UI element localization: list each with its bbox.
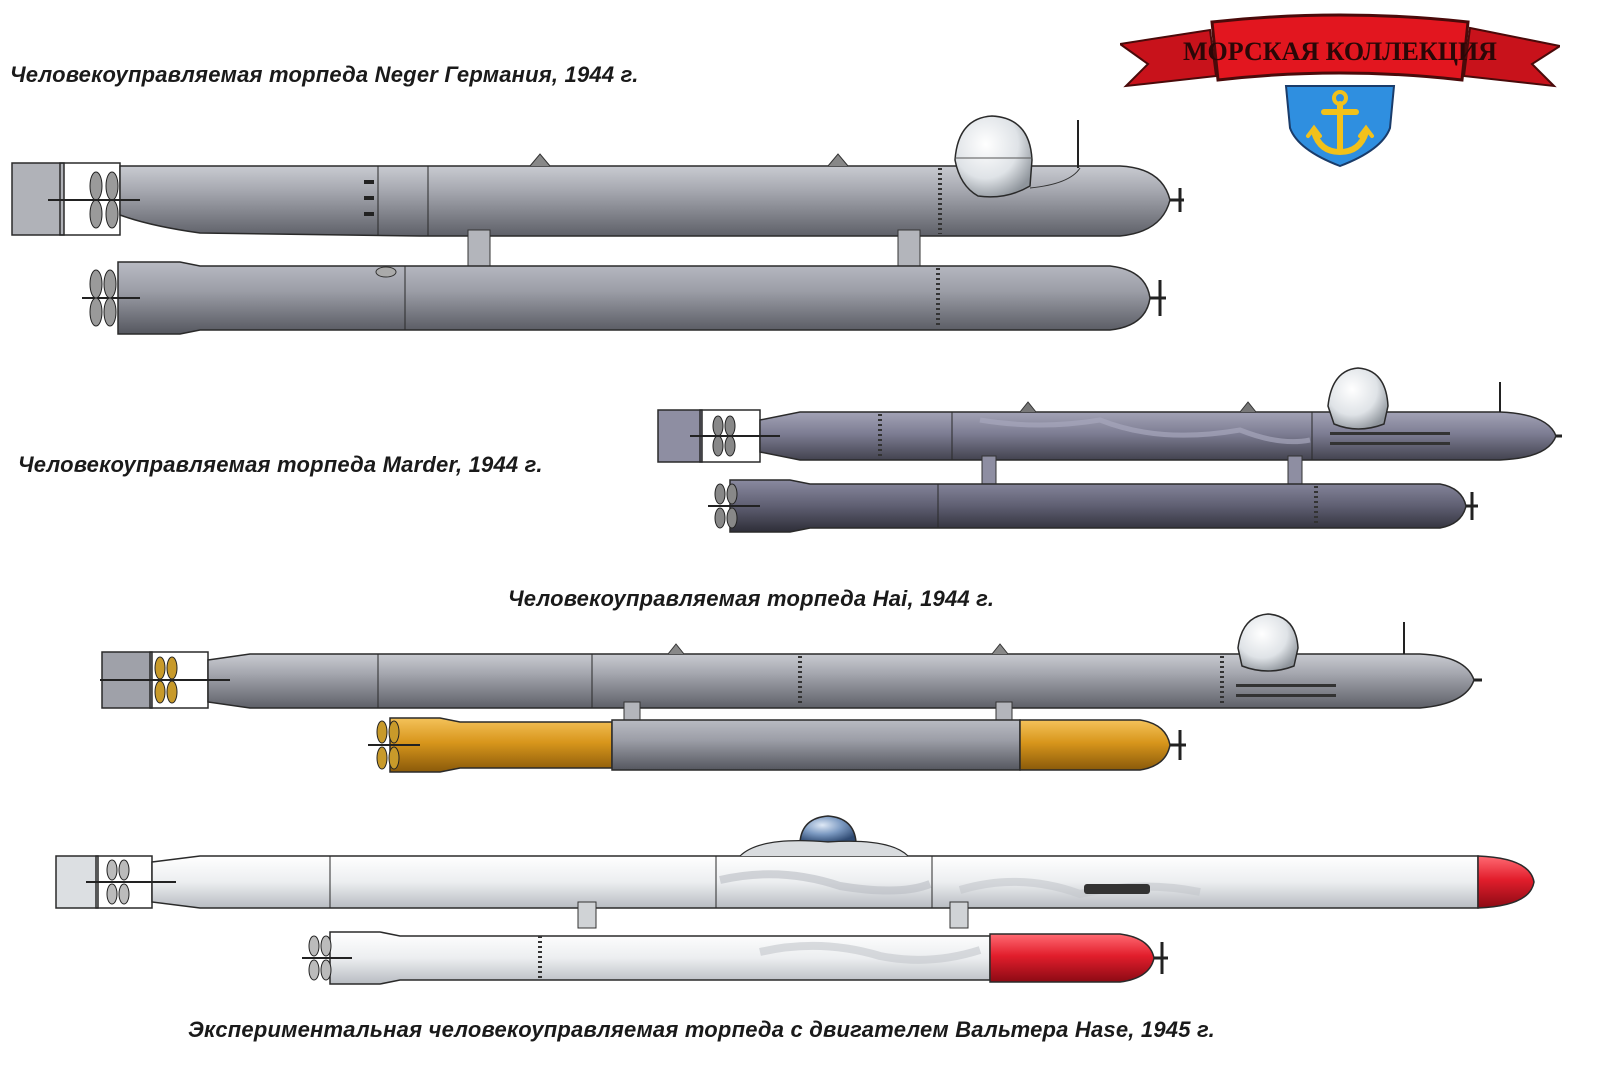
neger-carrier (11, 115, 1184, 237)
neger-torpedo (11, 115, 1184, 335)
logo-banner-text: МОРСКАЯ КОЛЛЕКЦИЯ (1183, 37, 1497, 66)
hase-torpedo-lower (302, 931, 1168, 985)
neger-canopy (954, 115, 1033, 198)
hase-torpedo (55, 815, 1535, 985)
ribbon-right-tail (1462, 26, 1560, 88)
marder-torpedo-lower (708, 479, 1478, 533)
marder-carrier (657, 367, 1562, 463)
ribbon-main (1210, 13, 1470, 82)
anchor-icon (1306, 90, 1374, 156)
morskaya-kollekciya-logo: МОРСКАЯ КОЛЛЕКЦИЯ (1120, 13, 1560, 168)
caption-hai: Человекоуправляемая торпеда Hai, 1944 г. (508, 586, 995, 611)
hase-canopy (799, 815, 857, 843)
hai-canopy (1237, 613, 1299, 672)
ribbon-left-tail (1120, 28, 1218, 88)
hai-torpedo-lower (368, 717, 1186, 773)
hase-carrier (55, 815, 1535, 909)
caption-marder: Человекоуправляемая торпеда Marder, 1944… (18, 452, 543, 477)
caption-neger: Человекоуправляемая торпеда Neger Герман… (10, 62, 639, 87)
marder-torpedo (657, 367, 1562, 533)
hai-carrier (100, 613, 1482, 709)
hai-torpedo (100, 613, 1482, 773)
marder-canopy (1327, 367, 1389, 430)
caption-hase: Экспериментальная человекоуправляемая то… (188, 1017, 1215, 1042)
neger-torpedo-lower (82, 261, 1166, 335)
